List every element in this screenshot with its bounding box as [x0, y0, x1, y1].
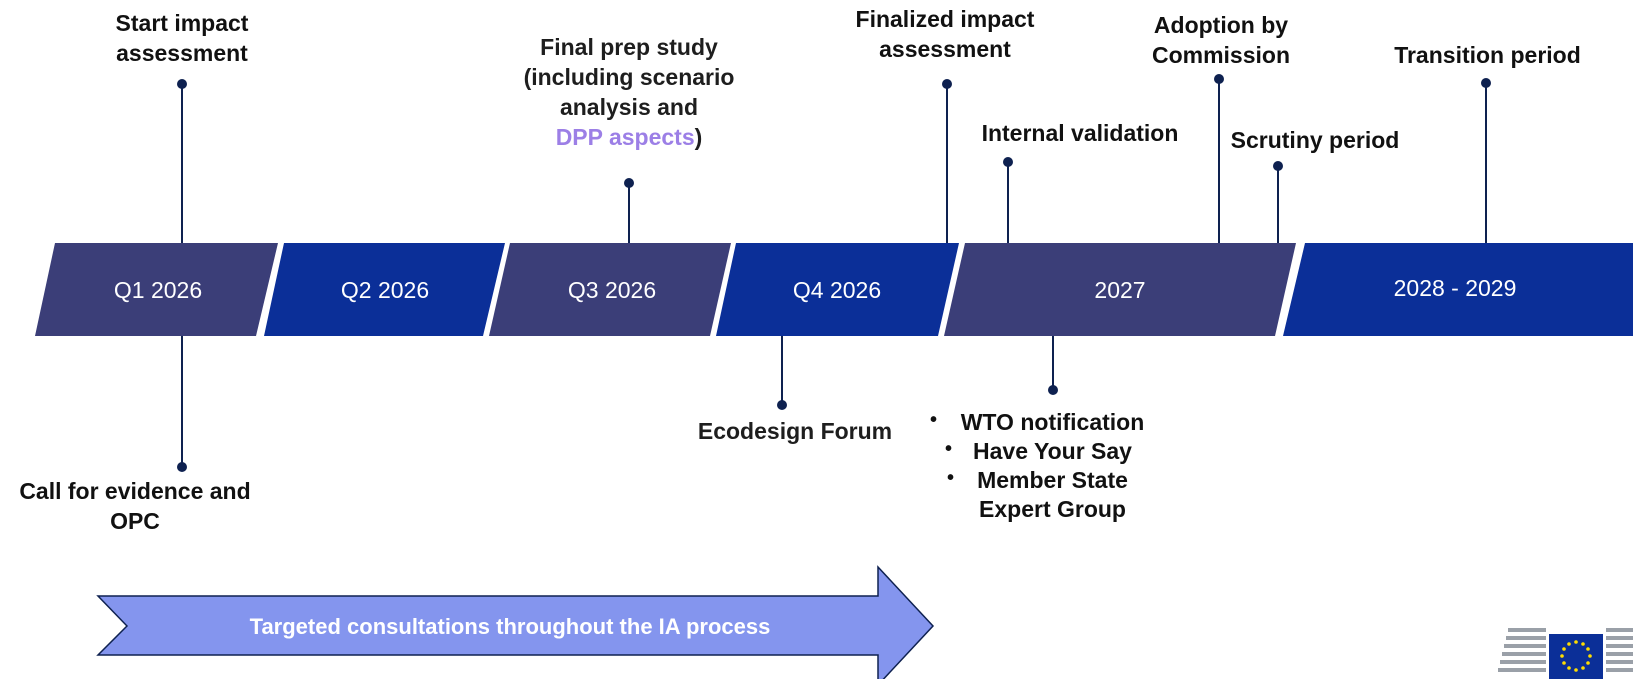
milestone-finalized-impact-line2: assessment: [879, 36, 1011, 62]
period-label-q2-2026: Q2 2026: [341, 277, 429, 303]
bullet-item: • WTO notification: [925, 408, 1180, 437]
milestone-ecodesign-forum-line1: Ecodesign Forum: [697, 418, 893, 444]
milestone-scrutiny-line1: Scrutiny period: [1230, 127, 1400, 153]
milestone-transition-line1: Transition period: [1394, 42, 1581, 68]
milestone-start-impact-line1: Start impact: [115, 10, 249, 36]
milestone-call-for-evidence-line2: OPC: [110, 508, 160, 534]
period-band-q1-2026: [35, 243, 278, 336]
dot-finalized-impact: [942, 79, 952, 89]
milestone-final-prep-line1: Final prep study: [540, 34, 718, 60]
period-label-q3-2026: Q3 2026: [568, 277, 656, 303]
period-label-q4-2026: Q4 2026: [793, 277, 881, 303]
period-bands: [35, 243, 1633, 336]
connector-lines: [181, 79, 1487, 467]
dot-internal-validation: [1003, 157, 1013, 167]
bullet-icon: •: [930, 409, 938, 431]
milestone-final-prep-line4: DPP aspects): [500, 122, 758, 152]
consultation-arrow-label: Targeted consultations throughout the IA…: [250, 614, 771, 639]
milestone-finalized-impact-line1: Finalized impact: [855, 6, 1035, 32]
period-label-2028-2029: 2028 - 2029: [1394, 275, 1517, 301]
milestone-call-for-evidence-line1: Call for evidence and: [19, 478, 251, 504]
period-band-q4-2026: [716, 243, 959, 336]
milestone-adoption-line2: Commission: [1151, 42, 1291, 68]
dot-final-prep: [624, 178, 634, 188]
bullet-item-text: Member State Expert Group: [977, 467, 1128, 522]
milestone-internal-validation: Internal validation: [960, 118, 1200, 148]
bullet-item: • Member State Expert Group: [925, 466, 1180, 524]
period-band-2027: [944, 243, 1296, 336]
period-band-q3-2026: [489, 243, 731, 336]
dpp-aspects-highlight: DPP aspects: [555, 124, 695, 150]
period-band-2028-2029: [1283, 243, 1633, 336]
dot-start-impact: [177, 79, 187, 89]
milestone-final-prep: Final prep study (including scenario ana…: [500, 32, 758, 152]
dot-ecodesign-forum: [777, 400, 787, 410]
period-label-q1-2026: Q1 2026: [114, 277, 202, 303]
dot-transition: [1481, 78, 1491, 88]
period-label-2027: 2027: [1094, 277, 1145, 303]
milestone-ecodesign-forum: Ecodesign Forum: [690, 416, 900, 446]
consultation-bullet-list: • WTO notification • Have Your Say • Member…: [925, 408, 1180, 524]
milestone-adoption: Adoption by Commission: [1116, 10, 1326, 70]
bullet-icon: •: [947, 467, 955, 489]
milestone-start-impact: Start impact assessment: [82, 8, 282, 68]
bullet-item-text: WTO notification: [960, 409, 1145, 435]
milestone-adoption-line1: Adoption by: [1153, 12, 1289, 38]
milestone-final-prep-line2: (including scenario: [523, 64, 735, 90]
dot-adoption: [1214, 74, 1224, 84]
period-band-q2-2026: [264, 243, 505, 336]
milestone-call-for-evidence: Call for evidence and OPC: [0, 476, 270, 536]
consultation-arrow: [96, 565, 935, 679]
dot-scrutiny: [1273, 161, 1283, 171]
bullet-item: • Have Your Say: [925, 437, 1180, 466]
milestone-start-impact-line2: assessment: [116, 40, 248, 66]
bullet-item-text: Have Your Say: [973, 438, 1132, 464]
milestone-final-prep-line3: analysis and: [559, 94, 699, 120]
bullet-icon: •: [945, 438, 953, 460]
dot-consultation-bullets: [1048, 385, 1058, 395]
dot-call-for-evidence: [177, 462, 187, 472]
european-commission-logo: [1498, 628, 1633, 679]
milestone-internal-validation-line1: Internal validation: [981, 120, 1179, 146]
milestone-transition: Transition period: [1375, 40, 1600, 70]
milestone-final-prep-line4-tail: ): [694, 124, 703, 150]
milestone-dots: [177, 74, 1491, 472]
milestone-finalized-impact: Finalized impact assessment: [840, 4, 1050, 64]
milestone-scrutiny: Scrutiny period: [1215, 125, 1415, 155]
